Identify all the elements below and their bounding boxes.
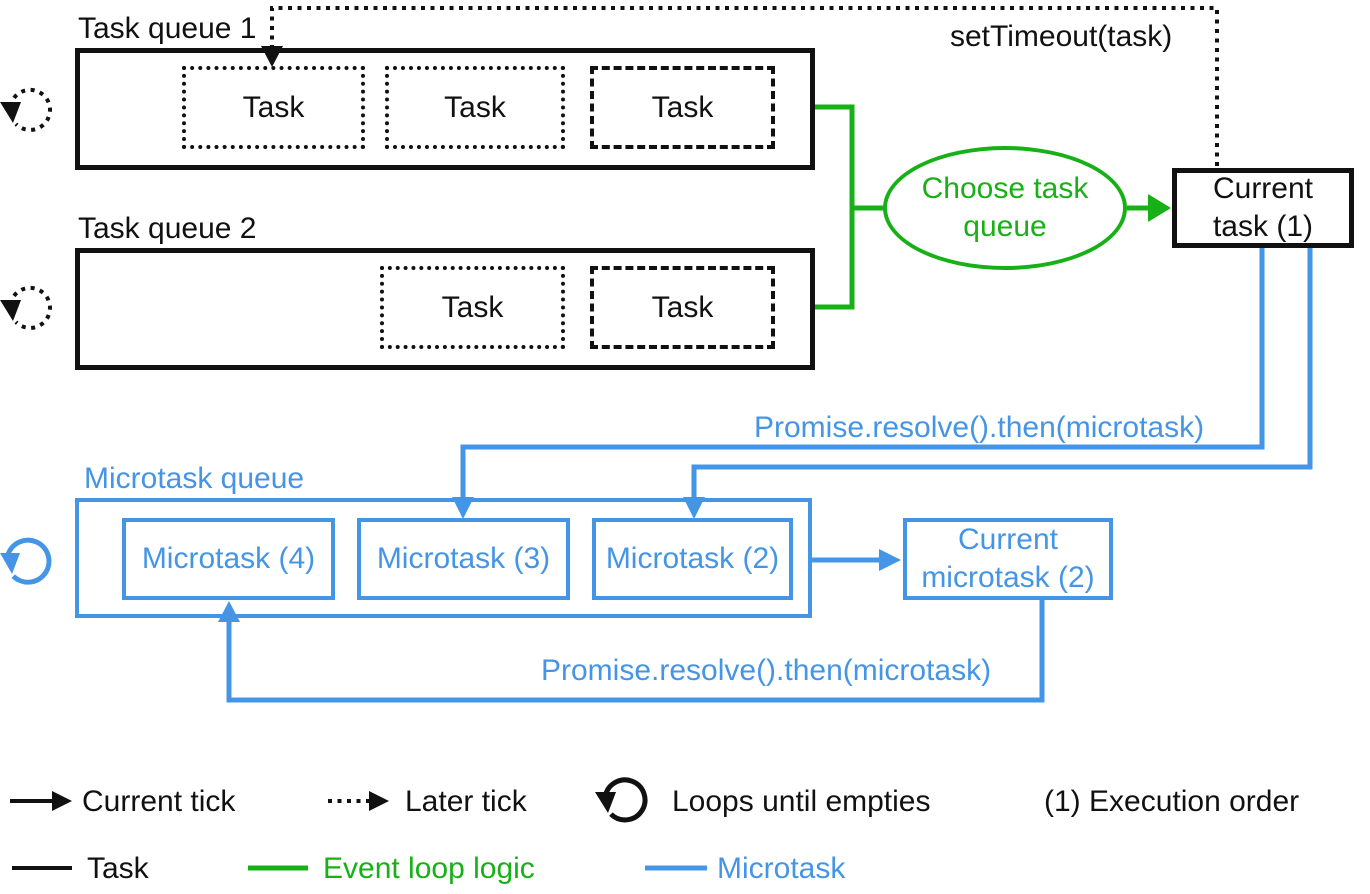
legend-event-loop-label: Event loop logic (323, 852, 535, 885)
legend-execution-order-label: (1) Execution order (1044, 785, 1300, 818)
task-queue2-box (75, 248, 815, 370)
current-microtask-box: Current microtask (2) (903, 518, 1113, 600)
task-queue1-task-3: Task (590, 66, 775, 149)
microtask-2-box: Microtask (2) (592, 518, 793, 600)
promise-resolve-top-label: Promise.resolve().then(microtask) (754, 411, 1205, 444)
current-microtask-arrowhead-icon (879, 549, 901, 571)
promise-resolve-bottom-label: Promise.resolve().then(microtask) (541, 654, 992, 687)
settimeout-label: setTimeout(task) (950, 20, 1173, 53)
legend-task-label: Task (87, 852, 149, 885)
settimeout-later-tick-path (270, 6, 1219, 166)
microtask-queue-loop-icon (0, 537, 52, 585)
choose-task-queue-ellipse: Choose task queue (883, 146, 1127, 270)
microtask-queue-label: Microtask queue (84, 462, 305, 495)
current-task-to-microtask3-line (460, 248, 1265, 498)
microtask3-arrowhead-icon (452, 497, 474, 519)
microtask-queue-box (75, 498, 812, 618)
task-queue1-task-1: Task (182, 66, 365, 149)
legend-loops-label: Loops until empties (672, 785, 931, 818)
task-queue1-box (75, 48, 815, 170)
task-queue2-task-2: Task (590, 266, 775, 349)
task-queue1-task-2: Task (385, 66, 565, 149)
task-queue1-label: Task queue 1 (78, 12, 257, 45)
legend-microtask-label: Microtask (717, 852, 846, 885)
legend-later-tick-label: Later tick (405, 785, 527, 818)
legend-loop-icon (595, 777, 648, 823)
current-microtask-to-microtask4-line (226, 600, 1045, 703)
current-task-to-microtask2-line (691, 248, 1313, 498)
green-arrowhead-icon (1148, 194, 1171, 222)
current-task-box: Current task (1) (1172, 168, 1354, 248)
task-queue2-task-1: Task (380, 266, 565, 349)
microtask-4-box: Microtask (4) (122, 518, 335, 600)
task-queue1-loop-icon (0, 87, 52, 132)
task-queue2-label: Task queue 2 (78, 212, 257, 245)
microtask2-arrowhead-icon (683, 497, 705, 519)
legend-later-tick-arrow-icon (328, 791, 389, 811)
legend-current-tick-arrow-icon (10, 791, 72, 811)
legend-current-tick-label: Current tick (82, 785, 236, 818)
microtask-3-box: Microtask (3) (357, 518, 570, 600)
task-queue2-loop-icon (0, 285, 52, 330)
queues-to-chooser-link (815, 104, 855, 310)
